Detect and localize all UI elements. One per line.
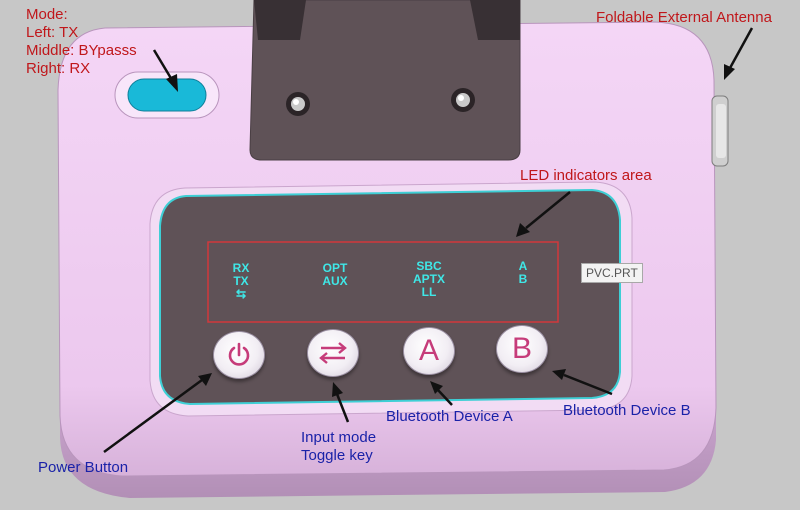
led-b: B bbox=[518, 272, 528, 286]
led-group-codec: SBC APTX LL bbox=[406, 260, 452, 299]
arrow-antenna bbox=[724, 27, 754, 80]
mode-right: Right: RX bbox=[26, 60, 91, 77]
arrow-bt-a bbox=[430, 381, 453, 406]
led-area-annotation: LED indicators area bbox=[520, 167, 652, 184]
mount-bracket bbox=[249, 0, 521, 161]
input-mode-toggle-button[interactable] bbox=[307, 329, 359, 377]
led-opt: OPT bbox=[322, 261, 348, 275]
bluetooth-b-label: B bbox=[511, 332, 532, 365]
arrow-mode bbox=[152, 49, 178, 92]
bluetooth-b-button[interactable]: B bbox=[496, 325, 548, 373]
led-aux: AUX bbox=[322, 274, 348, 288]
input-mode-line2: Toggle key bbox=[301, 447, 373, 464]
bt-a-annotation: Bluetooth Device A bbox=[386, 408, 513, 425]
mode-title: Mode: bbox=[26, 6, 68, 23]
part-tag: PVC.PRT bbox=[581, 263, 643, 283]
led-group-input: OPT AUX bbox=[314, 262, 356, 288]
toggle-arrows-icon bbox=[319, 342, 347, 364]
mode-switch bbox=[127, 78, 207, 112]
antenna-connector bbox=[711, 95, 729, 167]
bluetooth-a-label: A bbox=[418, 334, 439, 367]
mount-bracket-top bbox=[254, 0, 306, 40]
led-a: A bbox=[518, 259, 528, 273]
mode-middle: Middle: BYpasss bbox=[26, 42, 137, 59]
input-mode-annotation: Input mode Toggle key bbox=[301, 429, 376, 465]
led-ll: LL bbox=[421, 285, 437, 299]
input-mode-line1: Input mode bbox=[301, 429, 377, 446]
arrow-bt-b bbox=[552, 369, 613, 396]
arrow-toggle bbox=[332, 382, 350, 423]
arrow-led-area bbox=[516, 191, 571, 237]
bracket-screw-left bbox=[286, 92, 310, 116]
mode-annotation: Mode: Left: TX Middle: BYpasss Right: RX bbox=[26, 6, 137, 78]
led-bypass: ⇆ bbox=[235, 287, 247, 301]
led-group-device: A B bbox=[506, 260, 540, 286]
mode-left: Left: TX bbox=[26, 24, 79, 41]
antenna-annotation: Foldable External Antenna bbox=[596, 9, 772, 26]
bt-b-annotation: Bluetooth Device B bbox=[563, 402, 691, 419]
arrow-power bbox=[103, 373, 212, 454]
power-button[interactable] bbox=[213, 331, 265, 379]
led-group-rx-tx: RX TX ⇆ bbox=[220, 262, 262, 301]
led-rx: RX bbox=[232, 261, 250, 275]
power-button-annotation: Power Button bbox=[38, 459, 129, 476]
power-icon bbox=[228, 342, 250, 366]
led-tx: TX bbox=[233, 274, 249, 288]
bluetooth-a-button[interactable]: A bbox=[403, 327, 455, 375]
led-indicator-frame bbox=[207, 241, 559, 323]
led-aptx: APTX bbox=[412, 272, 445, 286]
bracket-screw-right bbox=[451, 88, 475, 112]
led-sbc: SBC bbox=[416, 259, 442, 273]
